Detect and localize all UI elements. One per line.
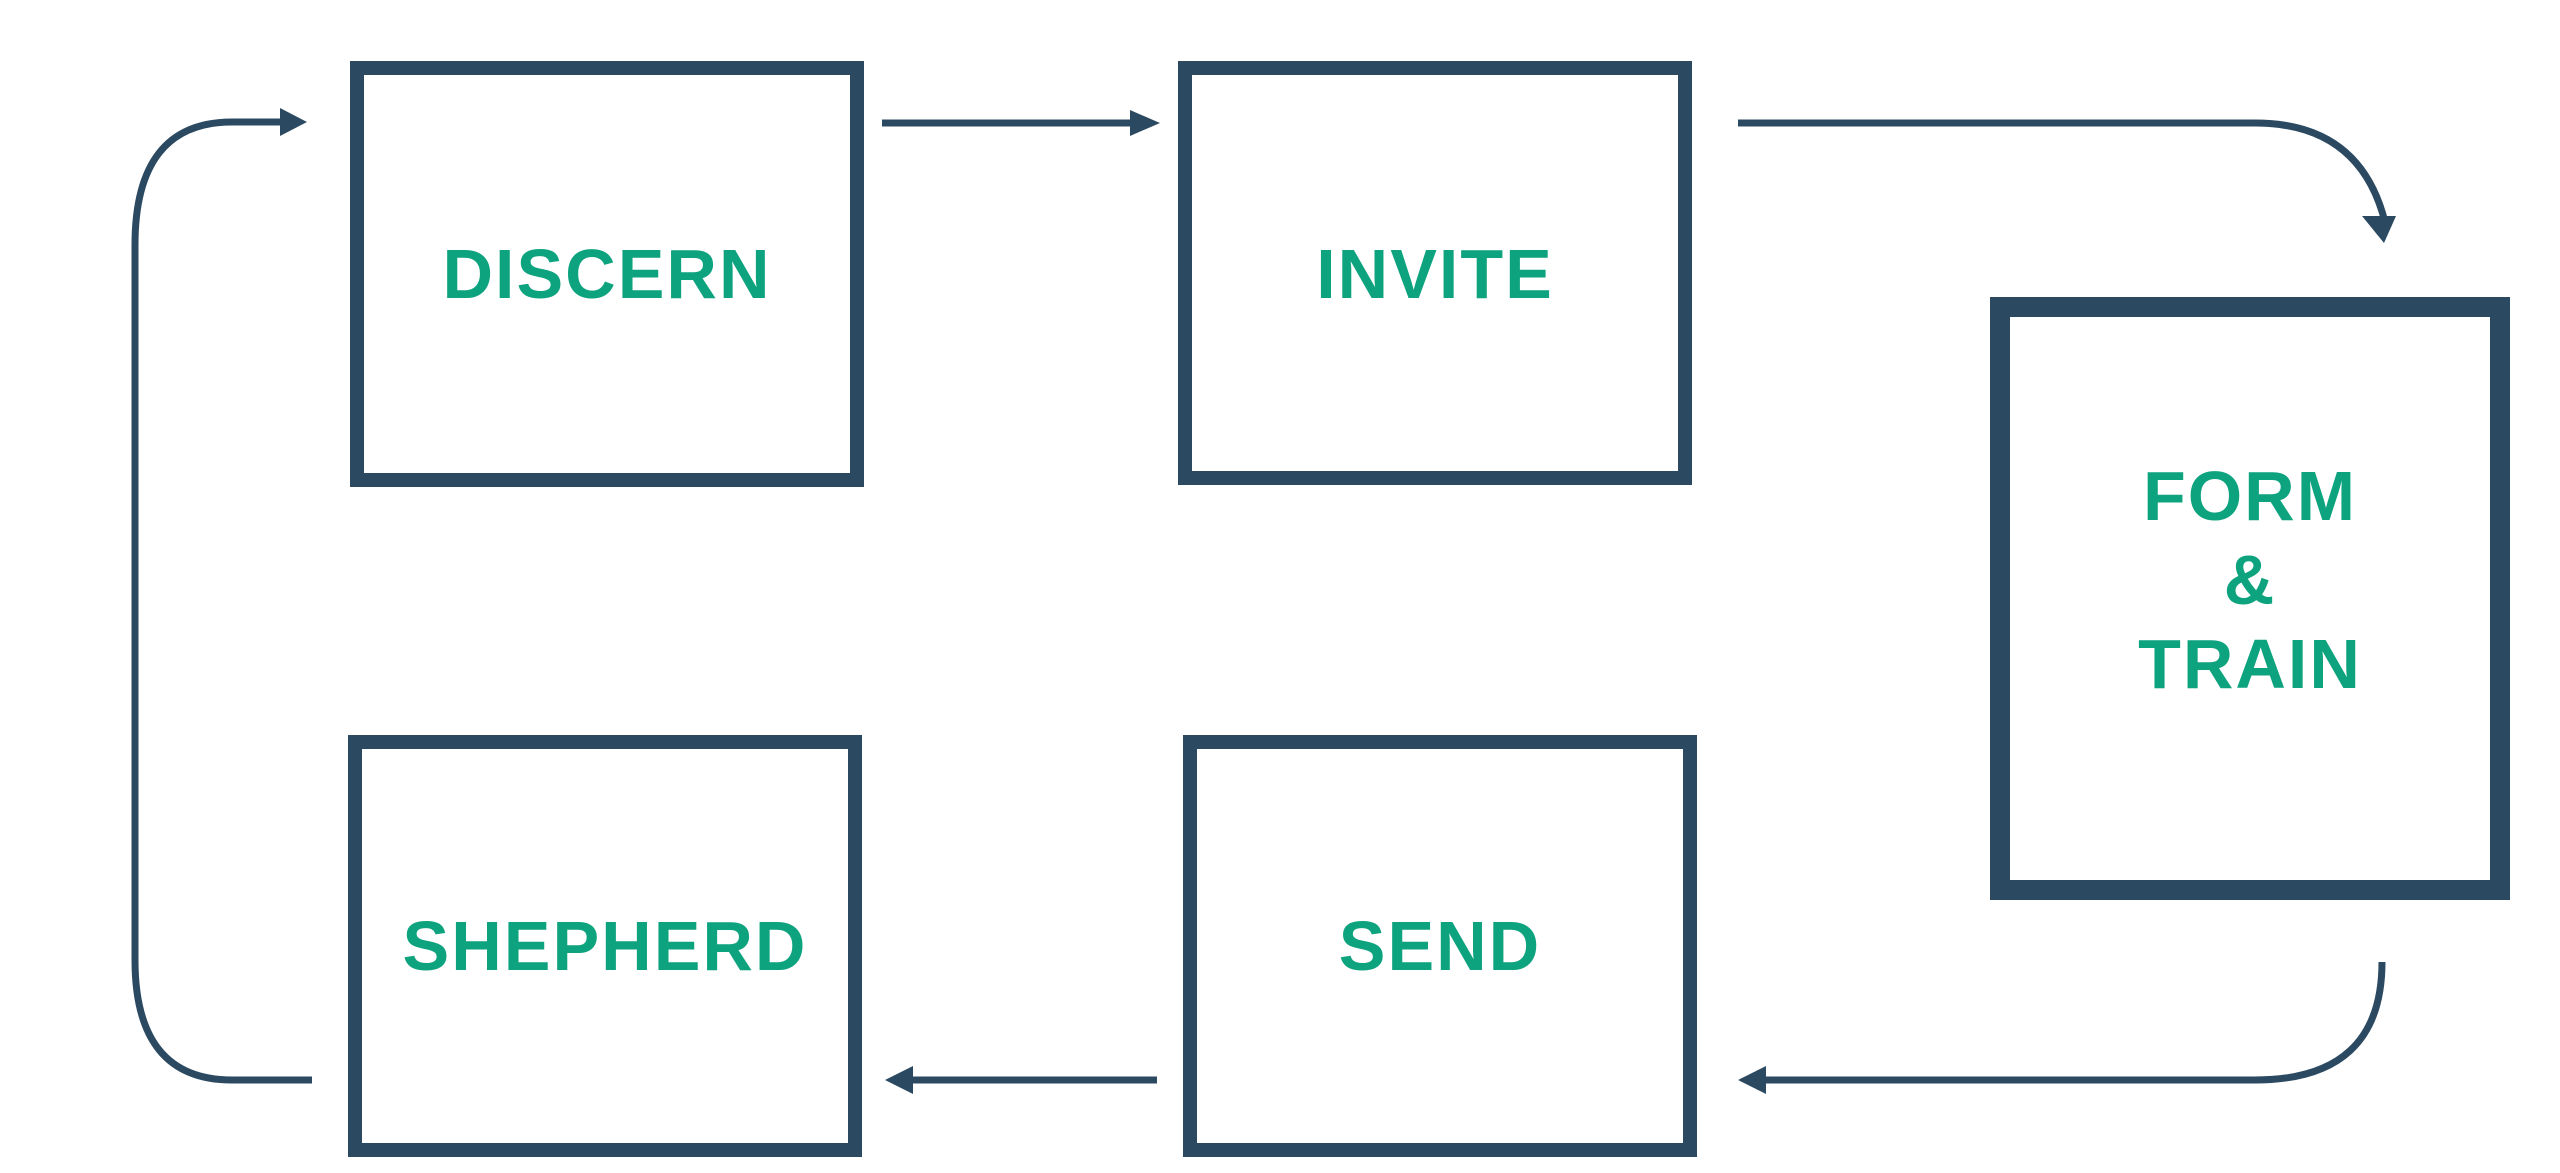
- label-shepherd: SHEPHERD: [403, 907, 808, 985]
- arrow-shepherd-to-discern: [131, 108, 312, 1084]
- label-train: TRAIN: [2138, 625, 2362, 703]
- box-discern-frame: [350, 61, 864, 487]
- arrow-invite-to-form-train: [1738, 119, 2396, 243]
- box-invite: INVITE: [1178, 61, 1692, 485]
- arrow-send-to-shepherd: [885, 1066, 1157, 1094]
- arrow-form-train-to-send: [1738, 961, 2386, 1094]
- label-ampersand: &: [2224, 541, 2277, 619]
- box-discern: DISCERN: [350, 61, 864, 487]
- arrow-line: [131, 118, 312, 1084]
- arrow-head-icon: [1130, 110, 1160, 136]
- arrow-head-icon: [2362, 216, 2396, 243]
- box-shepherd: SHEPHERD: [348, 735, 862, 1157]
- arrow-head-icon: [885, 1066, 913, 1094]
- arrow-line: [1738, 119, 2389, 223]
- box-send-frame: [1183, 735, 1697, 1157]
- box-send: SEND: [1183, 735, 1697, 1157]
- label-send: SEND: [1339, 907, 1541, 985]
- box-shepherd-frame: [348, 735, 862, 1157]
- arrow-discern-to-invite: [882, 110, 1160, 136]
- label-invite: INVITE: [1316, 235, 1554, 313]
- box-form-train: FORM & TRAIN: [1990, 297, 2510, 900]
- arrow-head-icon: [280, 108, 307, 136]
- box-invite-frame: [1178, 61, 1692, 485]
- box-form-train-frame: [1990, 297, 2510, 900]
- label-discern: DISCERN: [442, 235, 771, 313]
- arrow-head-icon: [1738, 1066, 1766, 1094]
- arrow-line: [1762, 961, 2386, 1084]
- label-form: FORM: [2143, 457, 2357, 535]
